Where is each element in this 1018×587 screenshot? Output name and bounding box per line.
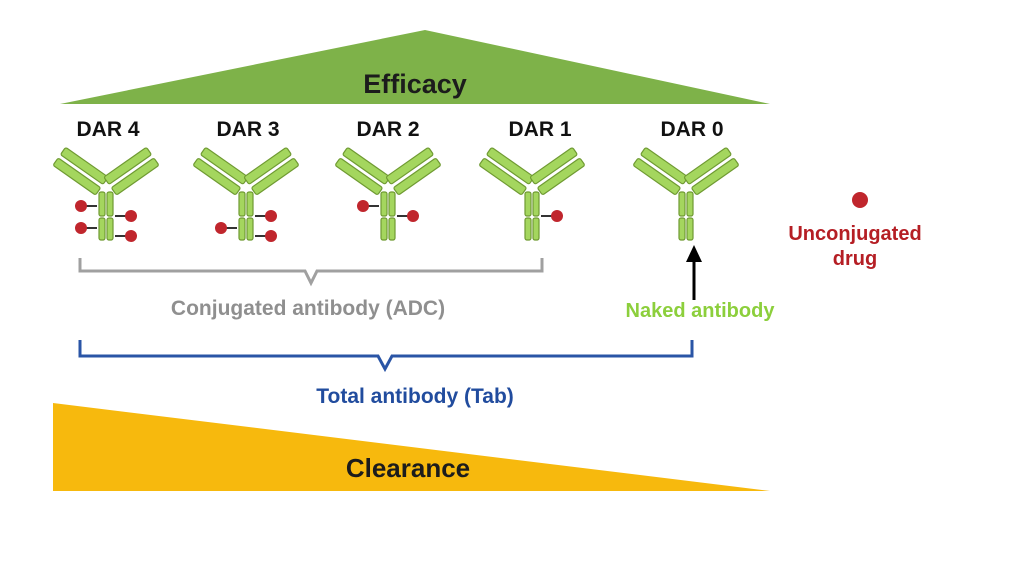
naked-antibody-label: Naked antibody — [625, 300, 775, 322]
clearance-wedge — [53, 403, 770, 491]
antibody-row — [53, 147, 739, 242]
naked-antibody-arrow — [686, 245, 702, 300]
unconjugated-line-1: Unconjugated — [788, 223, 922, 245]
antibody-dar-2 — [335, 147, 441, 241]
dar-1-label: DAR 1 — [508, 118, 572, 141]
unconjugated-drug-label: Unconjugated drug — [788, 222, 921, 272]
conjugated-bracket — [78, 258, 544, 287]
efficacy-triangle — [60, 30, 770, 104]
dar-2-label: DAR 2 — [356, 118, 420, 141]
efficacy-label: Efficacy — [363, 69, 467, 99]
antibody-dar-1 — [479, 147, 585, 241]
antibody-dar-3 — [193, 147, 299, 242]
clearance-label: Clearance — [345, 453, 471, 483]
unconjugated-line-2: drug — [832, 248, 878, 270]
conjugated-antibody-label: Conjugated antibody (ADC) — [170, 297, 446, 320]
dar-4-label: DAR 4 — [76, 118, 140, 141]
dar-0-label: DAR 0 — [660, 118, 724, 141]
total-bracket — [78, 340, 694, 373]
antibody-dar-0 — [633, 147, 739, 241]
antibody-dar-4 — [53, 147, 159, 242]
dar-3-label: DAR 3 — [216, 118, 280, 141]
unconjugated-drug-dot — [852, 192, 868, 208]
total-antibody-label: Total antibody (Tab) — [316, 385, 514, 408]
